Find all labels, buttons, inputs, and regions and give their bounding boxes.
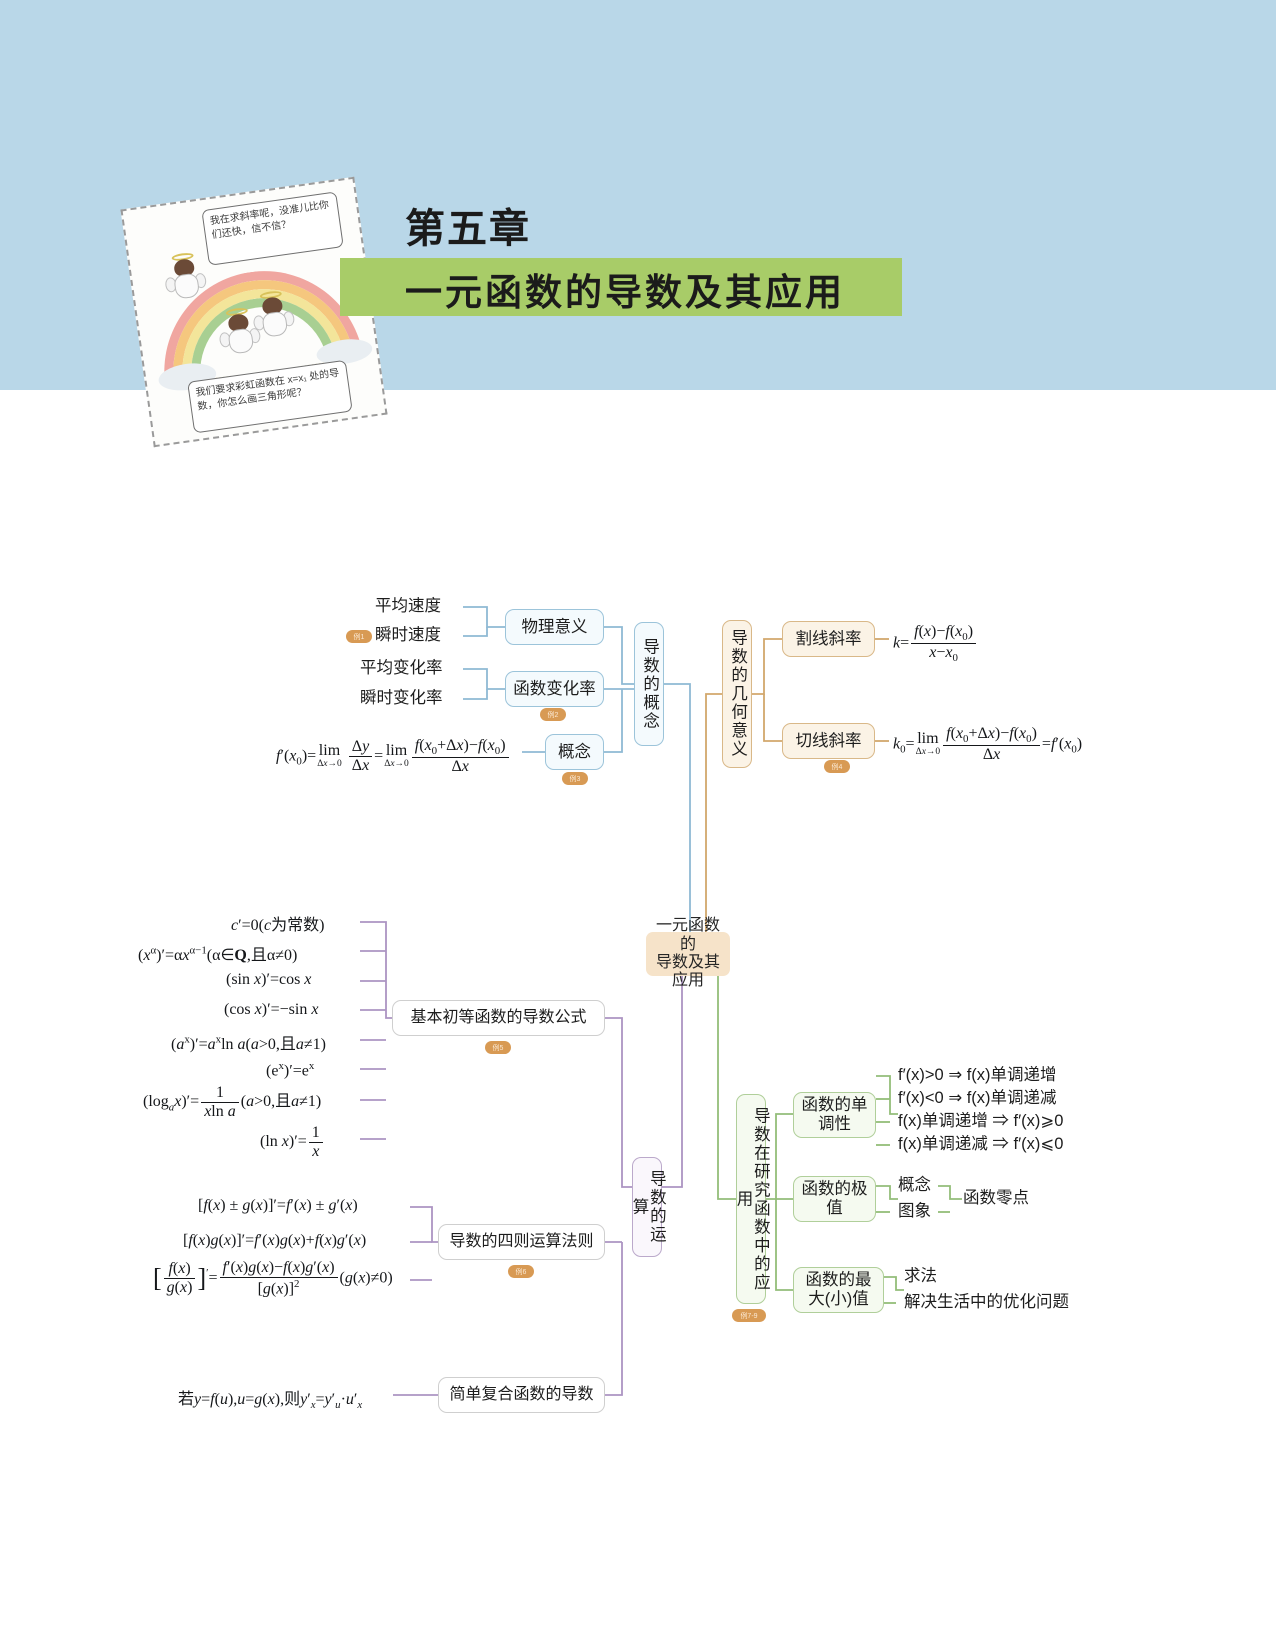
node-four-arithmetic-rules[interactable]: 导数的四则运算法则 bbox=[438, 1224, 605, 1260]
node-composite-function-derivative[interactable]: 简单复合函数的导数 bbox=[438, 1377, 605, 1413]
node-center-topic[interactable]: 一元函数的 导数及其应用 bbox=[646, 917, 730, 989]
leaf-average-change-rate: 平均变化率 bbox=[360, 659, 443, 677]
badge-example-7-9: 例7-9 bbox=[732, 1309, 766, 1322]
leaf-monotonic-dec-cond: f′(x)<0 ⇒ f(x)单调递减 bbox=[898, 1089, 1057, 1107]
node-function-change-rate[interactable]: 函数变化率 bbox=[505, 671, 604, 707]
formula-sum-rule: [f(x) ± g(x)]′=f′(x) ± g′(x) bbox=[198, 1197, 358, 1214]
node-max-min-value[interactable]: 函数的最大(小)值 bbox=[793, 1267, 884, 1313]
leaf-extremum-concept: 概念 bbox=[898, 1176, 931, 1194]
formula-cos-derivative: (cos x)′=−sin x bbox=[224, 1001, 319, 1018]
mindmap-connectors bbox=[360, 606, 962, 1396]
badge-example-6: 例6 bbox=[508, 1265, 534, 1278]
leaf-monotonic-dec-impl: f(x)单调递减 ⇒ f′(x)⩽0 bbox=[898, 1135, 1064, 1153]
formula-secant-slope: k=f(x)−f(x0)x−x0 bbox=[893, 623, 978, 664]
badge-example-3: 例3 bbox=[562, 772, 588, 785]
formula-chain-rule: 若y=f(u),u=g(x),则y′x=y′u·u′x bbox=[178, 1391, 363, 1412]
title-highlight-band bbox=[340, 258, 902, 316]
leaf-function-zeros: 函数零点 bbox=[963, 1189, 1029, 1207]
badge-example-4: 例4 bbox=[824, 760, 850, 773]
formula-constant-derivative: c′=0(c为常数) bbox=[231, 917, 325, 934]
formula-quotient-rule: [f(x)g(x)]′=f′(x)g(x)−f(x)g′(x)[g(x)]2(g… bbox=[153, 1259, 393, 1298]
node-secant-slope[interactable]: 割线斜率 bbox=[782, 621, 875, 657]
leaf-extremum-graph: 图象 bbox=[898, 1202, 931, 1220]
leaf-optimization-problems: 解决生活中的优化问题 bbox=[904, 1293, 1069, 1311]
leaf-monotonic-inc-impl: f(x)单调递增 ⇒ f′(x)⩾0 bbox=[898, 1112, 1064, 1130]
leaf-instant-change-rate: 瞬时变化率 bbox=[360, 689, 443, 707]
leaf-monotonic-inc-cond: f′(x)>0 ⇒ f(x)单调递增 bbox=[898, 1066, 1057, 1084]
chapter-label: 第五章 bbox=[405, 207, 531, 251]
badge-example-2: 例2 bbox=[540, 708, 566, 721]
node-geometric-meaning[interactable]: 导数的几何意义 bbox=[722, 620, 752, 768]
node-monotonicity[interactable]: 函数的单调性 bbox=[793, 1092, 876, 1138]
node-concept[interactable]: 导数的概念 bbox=[634, 622, 664, 746]
node-basic-elementary-formulas[interactable]: 基本初等函数的导数公式 bbox=[392, 1000, 605, 1036]
leaf-average-speed: 平均速度 bbox=[375, 597, 441, 615]
node-tangent-slope[interactable]: 切线斜率 bbox=[782, 723, 875, 759]
node-physical-meaning[interactable]: 物理意义 bbox=[505, 609, 604, 645]
node-derivative-operations[interactable]: 导数的运算 bbox=[630, 1157, 665, 1257]
badge-example-1: 例1 bbox=[346, 630, 372, 643]
page-title: 一元函数的导数及其应用 bbox=[405, 272, 845, 313]
speech-bubble-top: 我在求斜率呢，没准儿比你们还快，信不信？ bbox=[201, 191, 344, 266]
formula-exp-a-derivative: (ax)′=axln a(a>0,且a≠1) bbox=[171, 1033, 326, 1053]
formula-product-rule: [f(x)g(x)]′=f′(x)g(x)+f(x)g′(x) bbox=[183, 1232, 367, 1249]
node-concept-definition[interactable]: 概念 bbox=[545, 734, 604, 770]
formula-power-derivative: (xα)′=αxα−1(α∈Q,且α≠0) bbox=[138, 944, 298, 964]
angel-body bbox=[173, 272, 201, 300]
leaf-solution-method: 求法 bbox=[904, 1267, 937, 1285]
node-applications[interactable]: 导数在研究函数中的应用 bbox=[734, 1094, 769, 1304]
mindmap: 导数的概念 物理意义 平均速度 瞬时速度 例1 函数变化率 平均变化率 瞬时变化… bbox=[0, 404, 1276, 1652]
badge-example-5: 例5 bbox=[485, 1041, 511, 1054]
node-extremum[interactable]: 函数的极值 bbox=[793, 1176, 876, 1222]
leaf-instant-speed: 瞬时速度 bbox=[375, 626, 441, 644]
formula-exp-e-derivative: (ex)′=ex bbox=[266, 1060, 315, 1080]
formula-sin-derivative: (sin x)′=cos x bbox=[226, 971, 312, 988]
